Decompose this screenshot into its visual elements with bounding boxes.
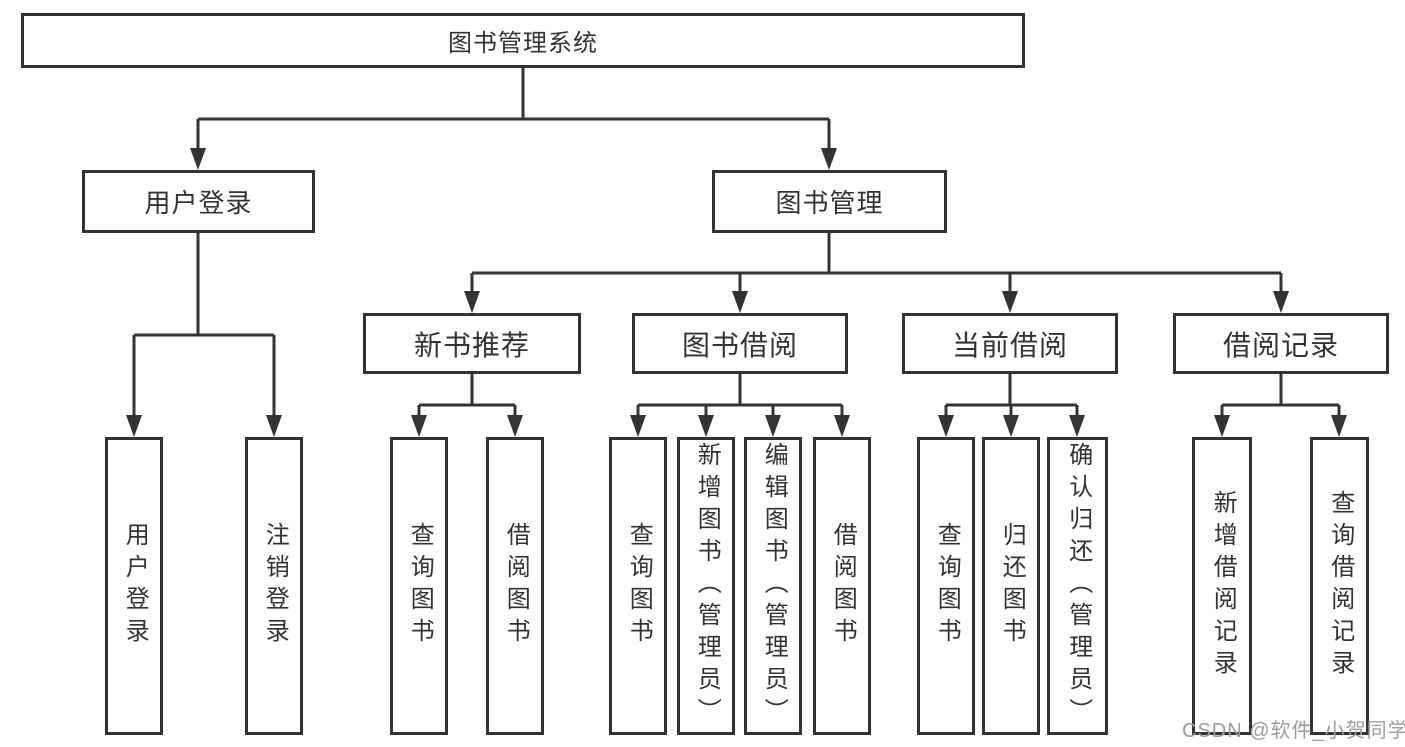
node-label: 编辑图书（管理员）	[760, 442, 788, 730]
book-management-branch-connector	[464, 233, 1289, 313]
borrow-records-branch-connector	[1214, 374, 1347, 437]
node-label: 图书管理系统	[448, 30, 598, 57]
node-label: 借阅记录	[1222, 329, 1339, 361]
node-label: 图书管理	[775, 188, 884, 218]
node-label: 查询图书	[933, 522, 961, 650]
node-label: 注销登录	[261, 522, 289, 650]
node-label: 查询借阅记录	[1326, 490, 1354, 682]
leaf-current-query-books: 查询图书	[917, 437, 975, 735]
leaf-logout-login: 注销登录	[245, 437, 303, 735]
node-new-book-recommend: 新书推荐	[363, 313, 581, 374]
leaf-records-query-borrow-record: 查询借阅记录	[1310, 437, 1369, 735]
node-label: 图书借阅	[681, 329, 798, 361]
node-label: 当前借阅	[951, 329, 1068, 361]
node-label: 用户登录	[121, 522, 149, 650]
root-branch-connector	[190, 68, 837, 170]
node-book-borrow: 图书借阅	[632, 313, 848, 374]
book-borrow-branch-connector	[630, 374, 850, 437]
node-label: 归还图书	[998, 522, 1026, 650]
leaf-records-add-borrow-record: 新增借阅记录	[1192, 437, 1252, 735]
current-borrow-branch-connector	[938, 374, 1085, 437]
leaf-borrow-add-books-admin: 新增图书（管理员）	[677, 437, 735, 735]
node-label: 查询图书	[406, 522, 434, 650]
node-book-management: 图书管理	[712, 170, 947, 233]
leaf-user-login: 用户登录	[105, 437, 163, 735]
node-user-login: 用户登录	[82, 170, 315, 233]
node-label: 新增图书（管理员）	[693, 442, 721, 730]
leaf-borrow-query-books: 查询图书	[609, 437, 667, 735]
node-borrow-records: 借阅记录	[1173, 313, 1389, 374]
user-login-branch-connector	[126, 233, 282, 437]
new-book-recommend-branch-connector	[411, 374, 523, 437]
node-label: 用户登录	[144, 188, 253, 218]
node-label: 查询图书	[625, 522, 653, 650]
leaf-borrow-edit-books-admin: 编辑图书（管理员）	[744, 437, 802, 735]
leaf-current-return-books: 归还图书	[982, 437, 1040, 735]
node-label: 新书推荐	[413, 329, 530, 361]
node-label: 借阅图书	[502, 522, 530, 650]
node-library-management-system: 图书管理系统	[21, 13, 1025, 68]
node-current-borrow: 当前借阅	[902, 313, 1118, 374]
node-label: 新增借阅记录	[1209, 490, 1237, 682]
csdn-watermark: CSDN @软件_小贺同学	[1182, 720, 1405, 742]
leaf-borrow-borrow-books: 借阅图书	[813, 437, 871, 735]
leaf-recommend-query-books: 查询图书	[390, 437, 448, 735]
node-label: 借阅图书	[829, 522, 857, 650]
leaf-current-confirm-return-admin: 确认归还（管理员）	[1047, 437, 1108, 735]
leaf-recommend-borrow-books: 借阅图书	[486, 437, 544, 735]
node-label: 确认归还（管理员）	[1064, 442, 1092, 730]
